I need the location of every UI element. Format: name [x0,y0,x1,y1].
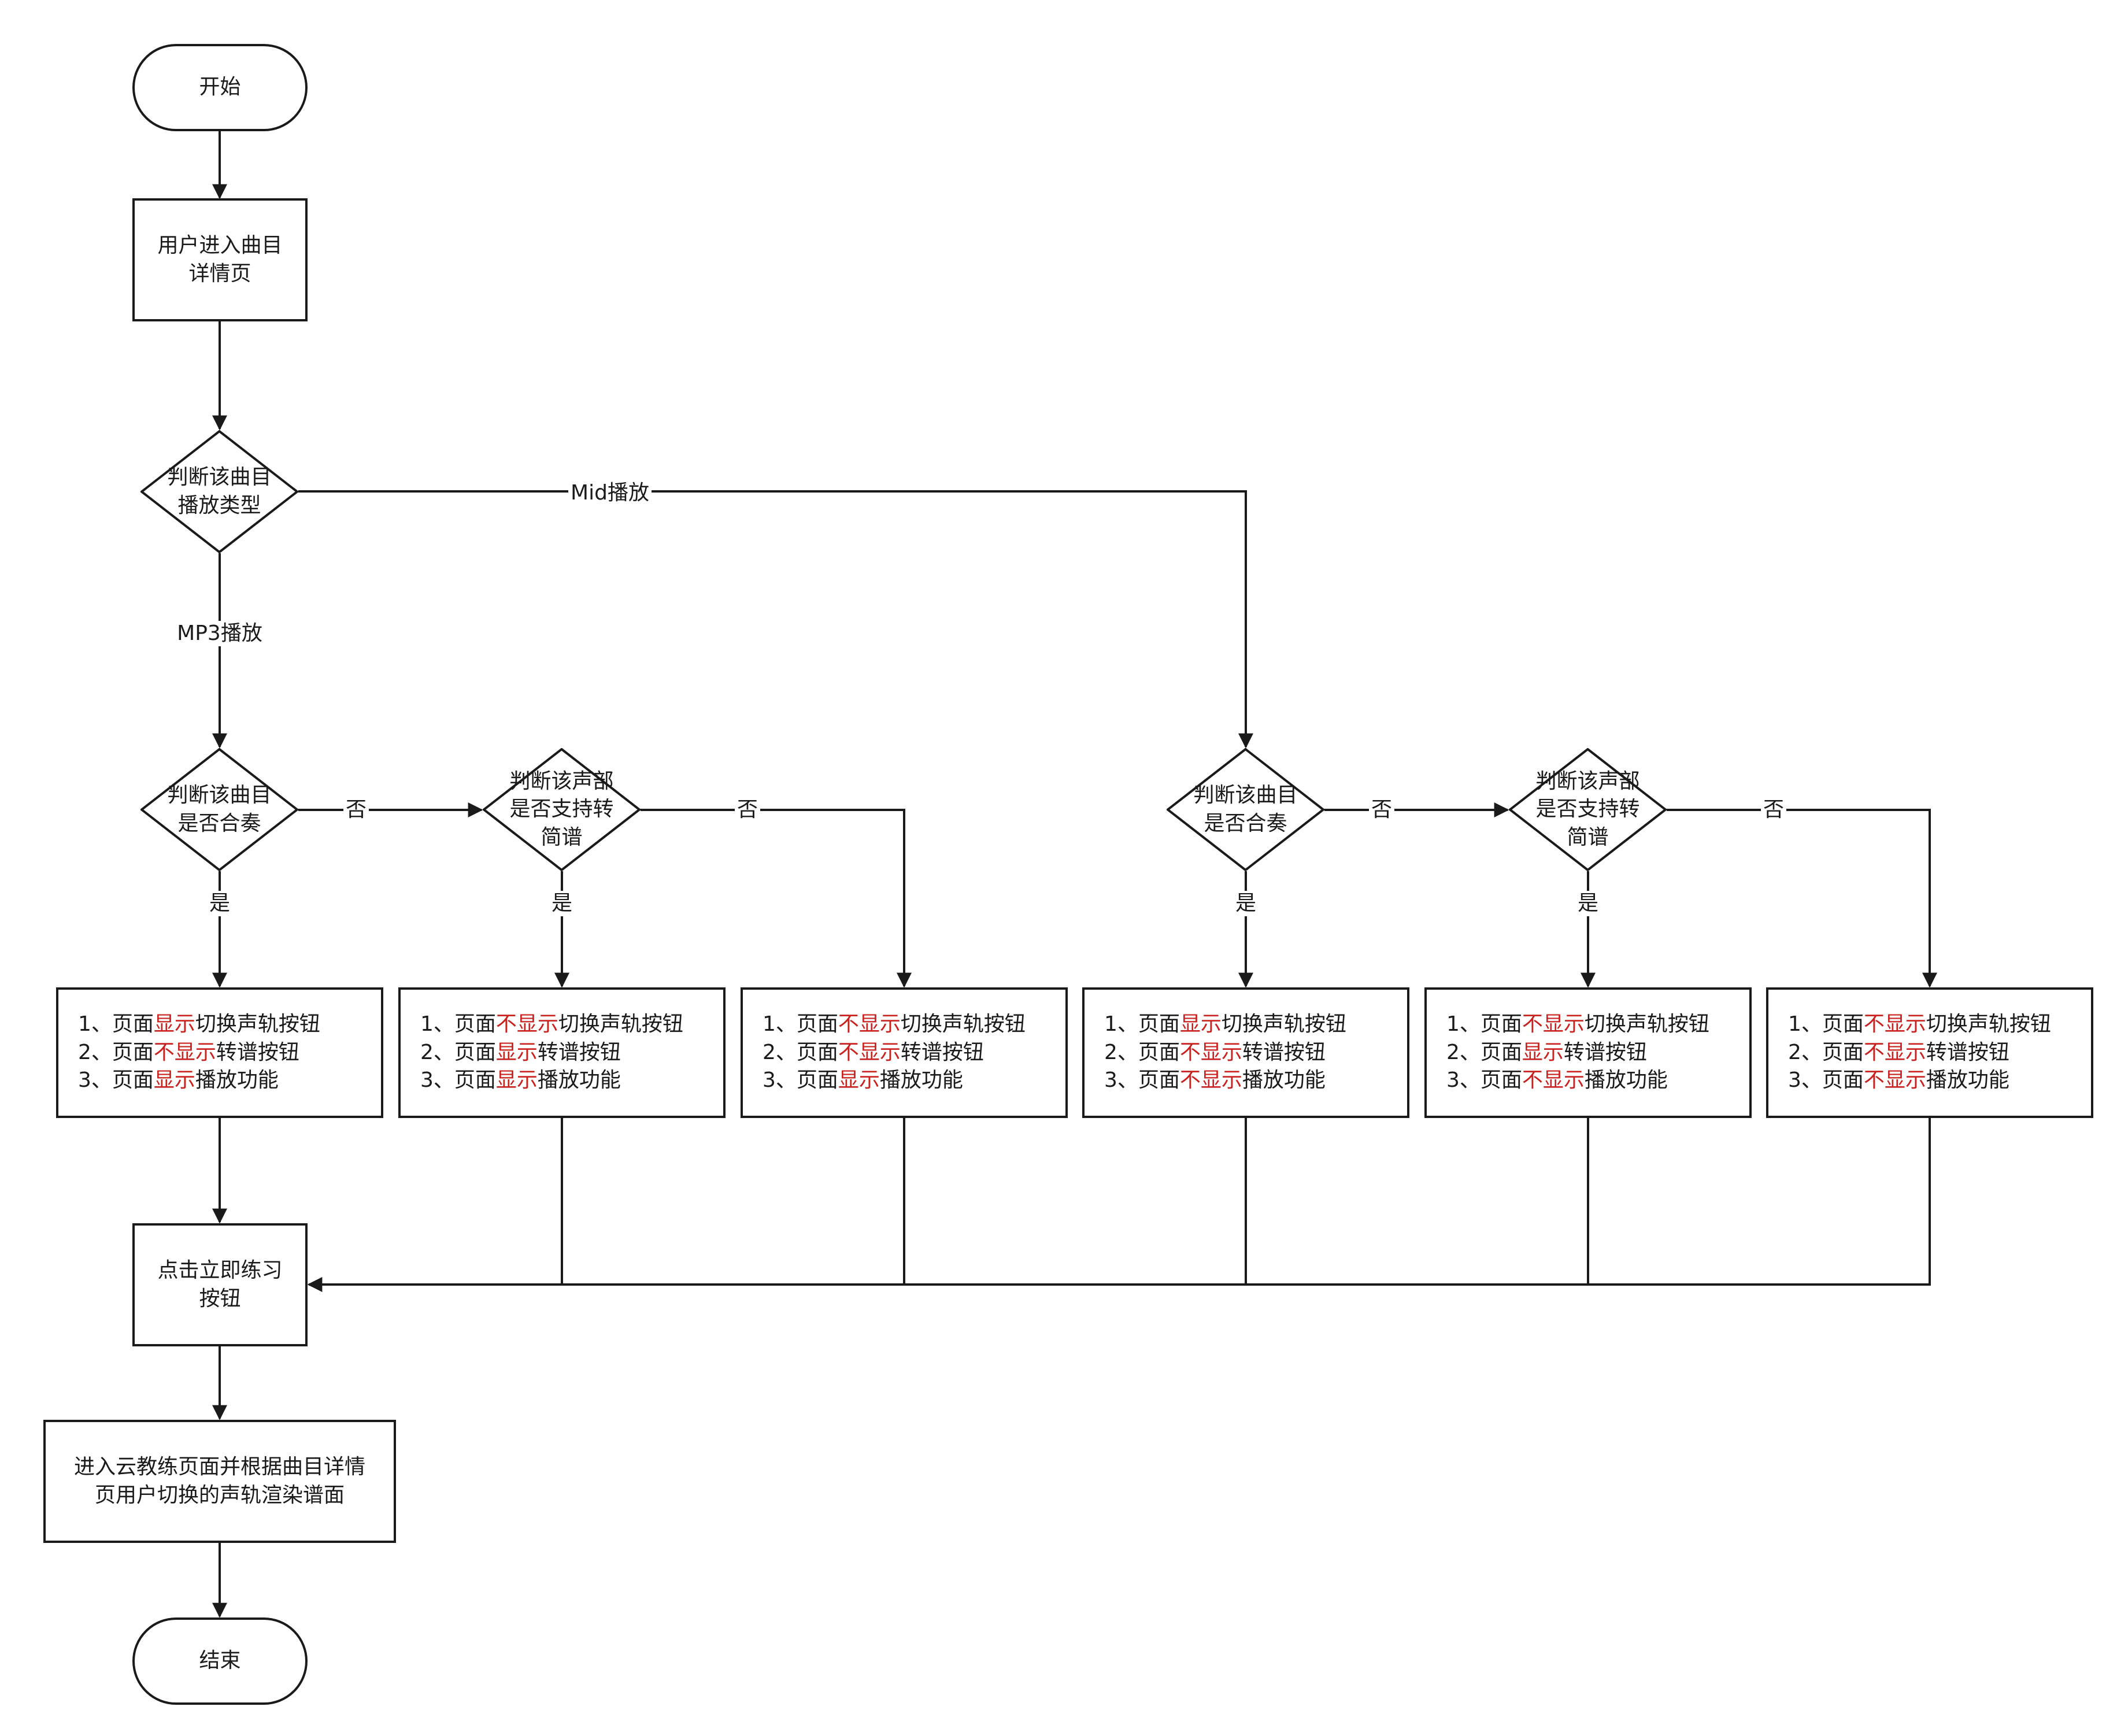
edge-label-yes-3: 是 [1233,891,1259,916]
result-3-line-2: 2、页面不显示转谱按钮 [763,1040,984,1064]
click-practice-line-1: 点击立即练习 [157,1258,283,1282]
ensemble-mid-line-1: 判断该曲目 [1193,783,1298,807]
part-diamond-mp3 [483,748,641,871]
end-terminal: 结束 [132,1617,308,1705]
result-box-5: 1、页面不显示切换声轨按钮 2、页面显示转谱按钮 3、页面不显示播放功能 [1424,987,1752,1118]
click-practice-process: 点击立即练习 按钮 [132,1223,308,1346]
end-label: 结束 [199,1649,241,1673]
play-type-line-1: 判断该曲目 [167,465,272,489]
edge-mid-part-no [1667,809,1937,988]
result-6-line-2: 2、页面不显示转谱按钮 [1788,1040,2009,1064]
enter-detail-line-2: 详情页 [188,261,251,286]
edge-label-no-1: 否 [343,797,369,823]
enter-detail-process: 用户进入曲目 详情页 [132,198,308,321]
result-2-line-2: 2、页面显示转谱按钮 [420,1040,621,1064]
ensemble-diamond-mp3 [140,748,298,871]
ensemble-decision-mp3: 判断该曲目 是否合奏 [140,748,298,871]
part-decision-mp3: 判断该声部 是否支持转 简谱 [483,748,641,871]
part-mp3-line-1: 判断该声部 [509,769,614,793]
edge-merge-to-practice [307,1118,1931,1292]
start-label: 开始 [199,75,241,99]
result-box-6: 1、页面不显示切换声轨按钮 2、页面不显示转谱按钮 3、页面不显示播放功能 [1766,987,2093,1118]
click-practice-line-2: 按钮 [199,1286,241,1311]
result-4-line-1: 1、页面显示切换声轨按钮 [1104,1012,1346,1037]
result-1-line-3: 3、页面显示播放功能 [78,1068,279,1093]
part-decision-mid: 判断该声部 是否支持转 简谱 [1509,748,1667,871]
ensemble-diamond-mid [1167,748,1324,871]
edge-label-mid: Mid播放 [568,480,652,506]
enter-cloud-line-1: 进入云教练页面并根据曲目详情 [73,1454,365,1479]
edge-label-no-4: 否 [1760,797,1787,823]
result-box-4: 1、页面显示切换声轨按钮 2、页面不显示转谱按钮 3、页面不显示播放功能 [1082,987,1409,1118]
part-mid-line-3: 简谱 [1567,825,1609,849]
part-mp3-line-2: 是否支持转 [509,797,614,821]
part-diamond-mid [1509,748,1667,871]
start-terminal: 开始 [132,44,308,131]
edge-label-yes-4: 是 [1575,891,1601,916]
result-5-line-3: 3、页面不显示播放功能 [1446,1068,1668,1093]
result-box-2: 1、页面不显示切换声轨按钮 2、页面显示转谱按钮 3、页面显示播放功能 [398,987,726,1118]
result-box-3: 1、页面不显示切换声轨按钮 2、页面不显示转谱按钮 3、页面显示播放功能 [741,987,1068,1118]
ensemble-mp3-line-2: 是否合奏 [177,811,261,835]
result-3-line-1: 1、页面不显示切换声轨按钮 [763,1012,1026,1037]
result-box-1: 1、页面显示切换声轨按钮 2、页面不显示转谱按钮 3、页面显示播放功能 [56,987,383,1118]
result-1-line-2: 2、页面不显示转谱按钮 [78,1040,299,1064]
ensemble-mp3-line-1: 判断该曲目 [167,783,272,807]
edge-label-yes-2: 是 [549,891,575,916]
play-type-diamond [140,430,298,553]
ensemble-decision-mid: 判断该曲目 是否合奏 [1167,748,1324,871]
edge-label-yes-1: 是 [206,891,233,916]
result-5-line-2: 2、页面显示转谱按钮 [1446,1040,1647,1064]
result-1-line-1: 1、页面显示切换声轨按钮 [78,1012,320,1037]
part-mid-line-2: 是否支持转 [1535,797,1640,821]
enter-detail-line-1: 用户进入曲目 [157,233,283,257]
part-mid-line-1: 判断该声部 [1535,769,1640,793]
result-6-line-1: 1、页面不显示切换声轨按钮 [1788,1012,2051,1037]
enter-cloud-line-2: 页用户切换的声轨渲染谱面 [94,1483,345,1507]
result-6-line-3: 3、页面不显示播放功能 [1788,1068,2009,1093]
result-3-line-3: 3、页面显示播放功能 [763,1068,963,1093]
edge-mp3-part-no [641,809,912,988]
ensemble-mid-line-2: 是否合奏 [1204,811,1287,835]
enter-cloud-process: 进入云教练页面并根据曲目详情 页用户切换的声轨渲染谱面 [43,1420,396,1543]
result-5-line-1: 1、页面不显示切换声轨按钮 [1446,1012,1709,1037]
edge-label-mp3: MP3播放 [175,621,265,646]
edge-label-no-2: 否 [734,797,761,823]
play-type-line-2: 播放类型 [177,493,261,517]
edge-label-no-3: 否 [1368,797,1395,823]
result-2-line-1: 1、页面不显示切换声轨按钮 [420,1012,683,1037]
result-4-line-2: 2、页面不显示转谱按钮 [1104,1040,1326,1064]
result-2-line-3: 3、页面显示播放功能 [420,1068,621,1093]
play-type-decision: 判断该曲目 播放类型 [140,430,298,553]
edge-mid-to-ensemble [298,490,1253,749]
part-mp3-line-3: 简谱 [541,825,583,849]
result-4-line-3: 3、页面不显示播放功能 [1104,1068,1326,1093]
